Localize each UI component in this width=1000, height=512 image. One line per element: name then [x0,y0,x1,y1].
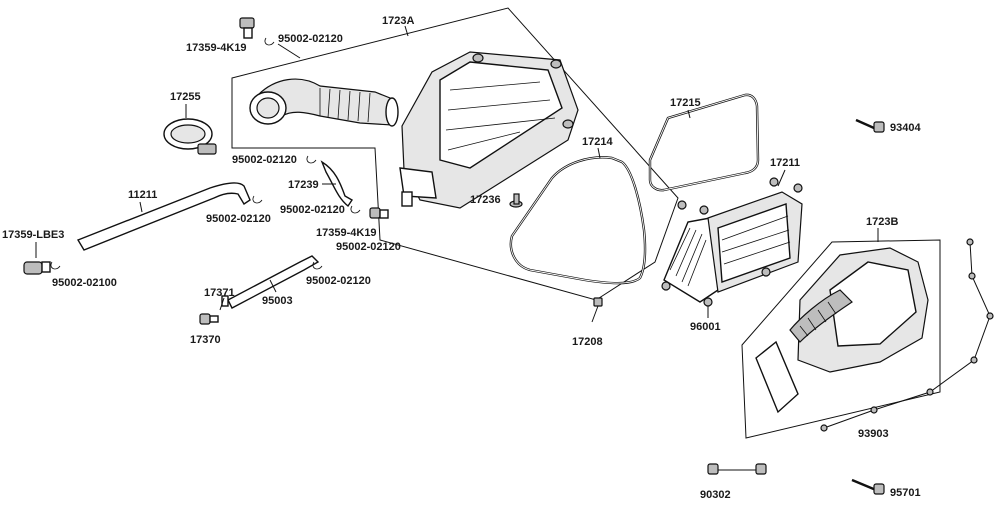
drain-plug-17236 [509,193,523,208]
label-95701: 95701 [890,487,921,499]
label-17211: 17211 [770,157,800,169]
label-17371: 17371 [204,287,235,299]
tube-11211 [76,182,251,251]
label-96001: 96001 [690,321,721,333]
hose-17239 [320,160,353,208]
filter-element-17211 [663,191,803,303]
clip-95002-02120-a [306,155,317,164]
label-17359-4k19-top: 17359-4K19 [186,42,247,54]
label-95002-02120-top: 95002-02120 [278,33,343,45]
label-17214: 17214 [582,136,613,148]
label-17236: 17236 [470,194,501,206]
label-95002-02120-b: 95002-02120 [206,213,271,225]
hose-clamp-17255 [163,118,217,155]
leader-95003 [269,279,277,293]
plug-17370 [199,313,219,325]
leader-17215 [687,109,691,119]
clip-95002-02120-e [312,261,323,270]
leader-17371 [219,297,225,311]
label-17359-4k19-mid: 17359-4K19 [316,227,377,239]
hose-fitting-17359-4k19-mid [369,207,389,219]
leader-17214 [597,147,601,159]
label-95003: 95003 [262,295,293,307]
clip-17371 [221,295,229,307]
hose-fitting-17359-4k19-top [239,17,255,39]
bolt-95701 [851,478,885,495]
assembly-outline-1723b [741,239,941,439]
leader-11211 [139,201,143,213]
label-95002-02120-a: 95002-02120 [232,154,297,166]
label-11211: 11211 [128,189,157,201]
air-cleaner-cover [755,247,929,414]
label-95002-02120-e: 95002-02120 [306,275,371,287]
label-90302: 90302 [700,489,731,501]
bolts-90302 [707,463,767,475]
clip-95002-02120-b [252,195,263,204]
label-95002-02120-d: 95002-02120 [336,241,401,253]
screws-93903 [820,238,994,432]
label-17359-lbe3: 17359-LBE3 [2,229,64,241]
label-17255: 17255 [170,91,201,103]
leader-95002-top [277,43,301,59]
label-93903: 93903 [858,428,889,440]
label-95002-02120-c: 95002-02120 [280,204,345,216]
filter-screws [661,177,803,307]
leader-17211 [777,169,786,187]
label-17208: 17208 [572,336,603,348]
label-17370: 17370 [190,334,221,346]
label-17215: 17215 [670,97,701,109]
bolt-93404 [855,118,885,133]
air-cleaner-case [399,51,579,209]
label-1723b: 1723B [866,216,898,228]
label-17239: 17239 [288,179,319,191]
bolt-17208 [591,297,603,323]
label-93404: 93404 [890,122,921,134]
label-1723a: 1723A [382,15,414,27]
hose-fitting-17359-lbe3 [23,261,51,275]
clip-95002-02120-top [264,37,275,46]
gasket-17215 [648,93,760,192]
gasket-17214 [509,156,647,285]
tube-95003 [227,255,320,309]
label-95002-02100: 95002-02100 [52,277,117,289]
intake-duct [249,78,399,127]
clip-95002-02120-c [350,205,361,214]
leader-1723a [404,25,409,37]
clip-95002-02100 [50,261,61,270]
